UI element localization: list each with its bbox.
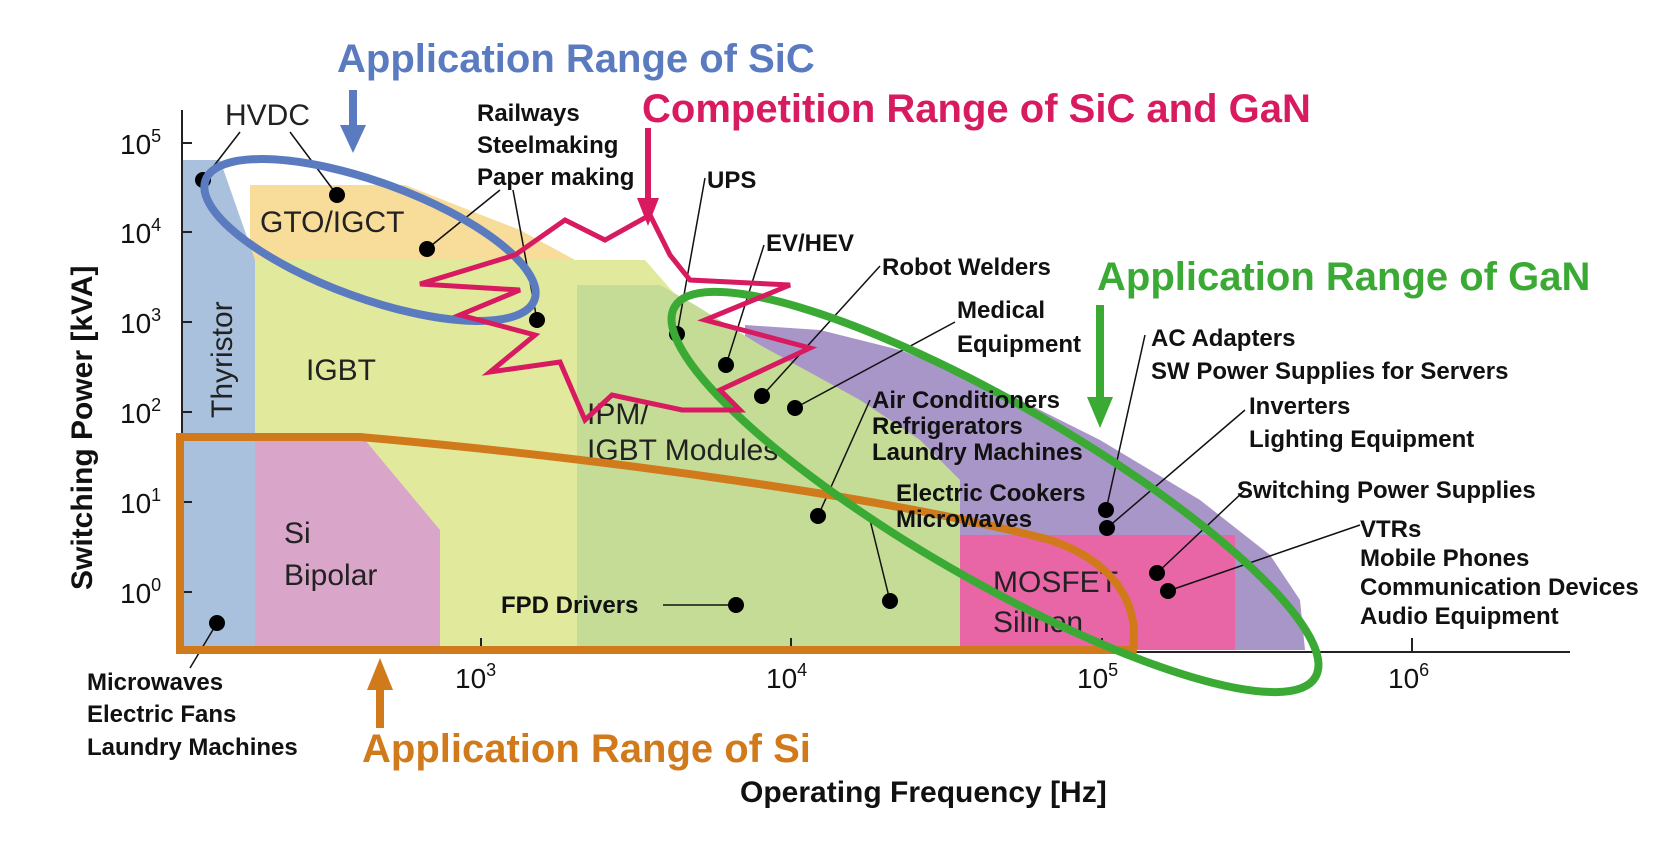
label-igbt: IGBT: [306, 354, 376, 387]
label-audio: Audio Equipment: [1360, 603, 1559, 630]
dot-microwaves-low: [209, 615, 225, 631]
label-si-bipolar-2: Bipolar: [284, 559, 377, 592]
label-switching-power: Switching Power Supplies: [1237, 477, 1536, 504]
dot-robot-welders: [754, 388, 770, 404]
x-tick-label-1e5: 105: [1077, 660, 1118, 694]
label-ev-hev: EV/HEV: [766, 230, 854, 257]
leader-cookers: [869, 519, 891, 602]
label-gto-igct: GTO/IGCT: [260, 206, 404, 239]
x-tick-labels: 103 104 105 106: [455, 660, 1429, 694]
competition-arrow-head: [637, 198, 659, 226]
label-ups: UPS: [707, 167, 756, 194]
dot-railways: [529, 312, 545, 328]
y-tick-label-1e5: 105: [120, 126, 161, 160]
sic-range-title: Application Range of SiC: [337, 37, 815, 81]
gan-range-ellipse: [667, 287, 1323, 697]
x-axis-title: Operating Frequency [Hz]: [740, 776, 1107, 809]
label-mobile-phones: Mobile Phones: [1360, 545, 1529, 572]
y-tick-label-1e2: 102: [120, 395, 161, 429]
dot-fpd-drivers: [728, 597, 744, 613]
y-tick-labels: 105 104 103 102 101 100: [120, 126, 161, 609]
leader-ac-adapters: [1105, 334, 1146, 511]
si-range-title: Application Range of Si: [362, 727, 811, 771]
leader-switching: [1156, 489, 1246, 574]
label-air-conditioners: Air Conditioners: [872, 387, 1060, 414]
x-tick-label-1e3: 103: [455, 660, 496, 694]
label-steelmaking: Steelmaking: [477, 132, 618, 159]
y-axis-title: Switching Power [kVA]: [66, 266, 99, 590]
label-ac-adapters: AC Adapters: [1151, 325, 1295, 352]
label-refrigerators: Refrigerators: [872, 413, 1023, 440]
gan-range-title: Application Range of GaN: [1097, 255, 1590, 299]
x-tick-label-1e4: 104: [766, 660, 807, 694]
label-fpd-drivers: FPD Drivers: [501, 592, 638, 619]
label-microwaves-mid: Microwaves: [896, 506, 1032, 533]
label-lighting: Lighting Equipment: [1249, 426, 1474, 453]
label-robot-welders: Robot Welders: [882, 254, 1051, 281]
sic-range-ellipse: [200, 155, 540, 325]
label-laundry-machines-mid: Laundry Machines: [872, 439, 1083, 466]
dot-medical: [787, 400, 803, 416]
si-arrow-head: [367, 658, 393, 690]
dot-vtrs: [1160, 583, 1176, 599]
dot-paper-making: [419, 241, 435, 257]
range-arrows: [340, 90, 1113, 728]
application-dots: [195, 172, 1176, 631]
label-thyristor: Thyristor: [206, 301, 239, 418]
y-tick-label-1e0: 100: [120, 575, 161, 609]
dot-electric-cookers: [882, 593, 898, 609]
label-vtrs: VTRs: [1360, 516, 1421, 543]
label-si-bipolar-1: Si: [284, 517, 311, 550]
region-si-bipolar: [255, 440, 440, 650]
leader-robot: [761, 265, 881, 397]
dot-switching-power: [1149, 565, 1165, 581]
label-medical-2: Equipment: [957, 331, 1081, 358]
gan-arrow-head: [1087, 397, 1113, 428]
label-paper-making: Paper making: [477, 164, 634, 191]
sic-arrow-head: [340, 125, 366, 153]
leader-inverters: [1106, 409, 1246, 529]
y-tick-label-1e1: 101: [120, 485, 161, 519]
label-electric-cookers: Electric Cookers: [896, 480, 1085, 507]
region-thyristor: [182, 160, 255, 650]
label-hvdc: HVDC: [225, 99, 310, 132]
dot-hvdc-b: [329, 187, 345, 203]
x-tick-label-1e6: 106: [1388, 660, 1429, 694]
leader-ups: [676, 177, 706, 335]
leader-vtrs: [1167, 524, 1361, 592]
label-mosfet-1: MOSFET: [993, 566, 1118, 599]
label-railways: Railways: [477, 100, 580, 127]
label-inverters: Inverters: [1249, 393, 1350, 420]
device-regions: [182, 160, 1305, 650]
label-ipm-1: IPM/: [587, 398, 649, 431]
dot-inverters: [1099, 520, 1115, 536]
region-labels: Thyristor GTO/IGCT IGBT Si Bipolar IPM/ …: [206, 206, 1118, 639]
y-tick-label-1e3: 103: [120, 305, 161, 339]
dot-air-conditioners: [810, 508, 826, 524]
competition-burst: [419, 211, 818, 425]
y-tick-label-1e4: 104: [120, 215, 161, 249]
competition-range-title: Competition Range of SiC and GaN: [642, 87, 1311, 131]
application-labels: HVDC Railways Steelmaking Paper making U…: [87, 99, 1639, 761]
label-medical-1: Medical: [957, 297, 1045, 324]
range-outlines: [176, 155, 1323, 697]
region-ipm-modules: [577, 285, 960, 650]
si-range-outline: [176, 433, 1138, 654]
label-electric-fans: Electric Fans: [87, 701, 236, 728]
label-laundry-machines-low: Laundry Machines: [87, 734, 298, 761]
dot-ev-hev: [718, 357, 734, 373]
leader-microwaves-low: [189, 622, 218, 669]
label-microwaves-low: Microwaves: [87, 669, 223, 696]
dot-ac-adapters: [1098, 502, 1114, 518]
label-communication: Communication Devices: [1360, 574, 1639, 601]
label-sw-power-supplies: SW Power Supplies for Servers: [1151, 358, 1508, 385]
leader-medical: [794, 321, 956, 409]
